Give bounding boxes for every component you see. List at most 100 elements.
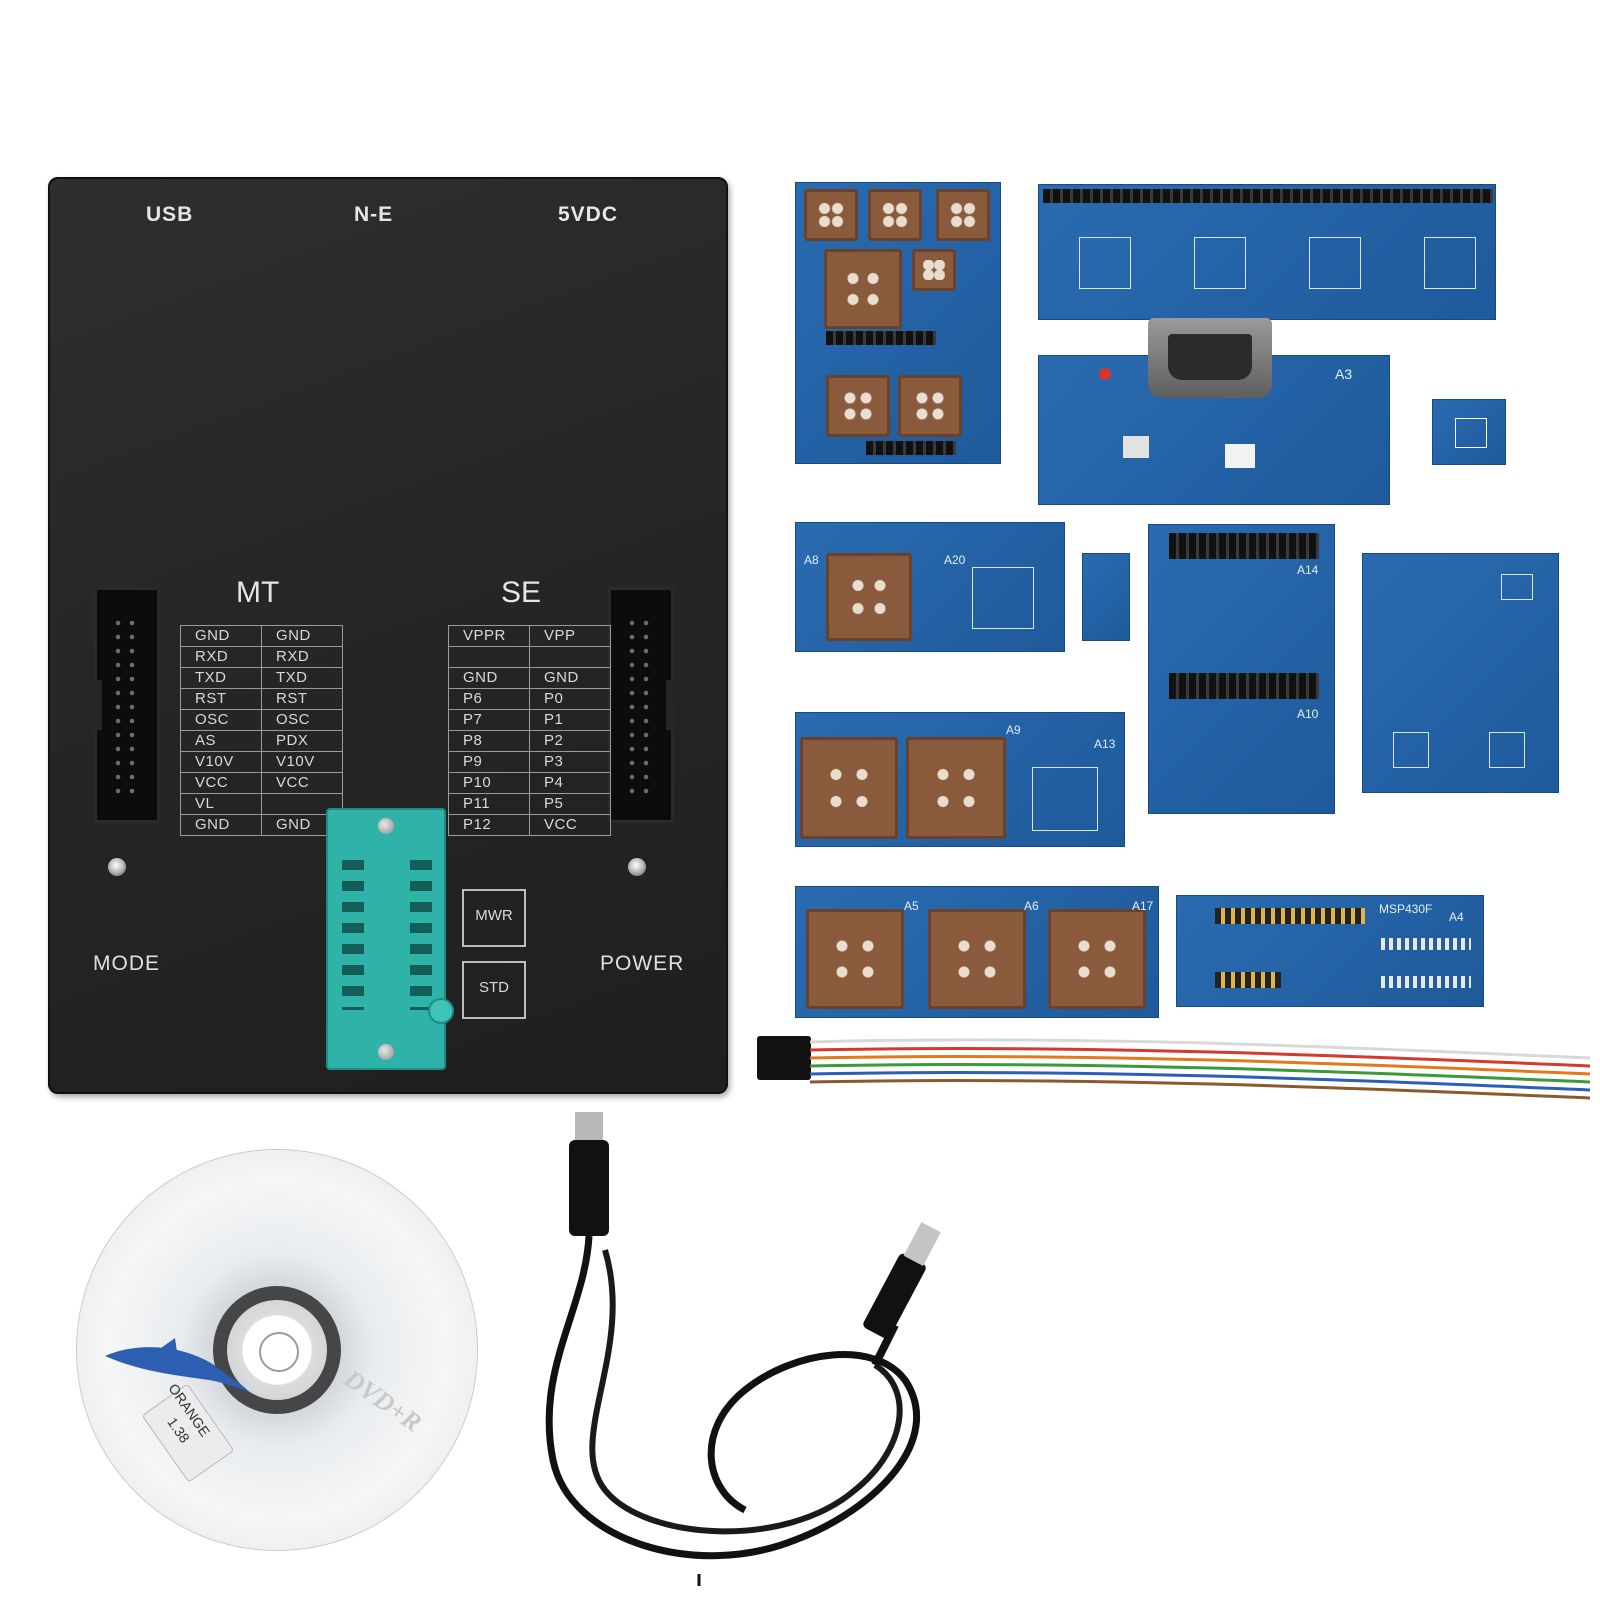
se-pin-label: P0: [529, 688, 611, 710]
mt-pin-label: RXD: [180, 646, 262, 668]
se-title: SE: [501, 576, 542, 609]
a9-label: A9: [1006, 723, 1021, 737]
mt-title: MT: [236, 576, 280, 609]
mt-pin-label: AS: [180, 730, 262, 752]
msp430f-adapter-board: MSP430F A4: [1176, 895, 1484, 1007]
a8-label: A8: [804, 553, 819, 567]
se-pin-label: VPPR: [448, 625, 530, 647]
a4-label: A4: [1449, 910, 1464, 924]
screw-icon: [378, 1044, 394, 1060]
mwr-switch[interactable]: MWR: [462, 889, 526, 947]
mt-pin-label: RST: [180, 688, 262, 710]
se-pin-label: P12: [448, 814, 530, 836]
so8-adapter: [1082, 553, 1130, 641]
mt-pin-label: GND: [261, 814, 343, 836]
mt-pin-label: PDX: [261, 730, 343, 752]
soic-adapter-small: [1432, 399, 1506, 465]
db9-connector[interactable]: [1148, 318, 1272, 398]
se-pin-label: VPP: [529, 625, 611, 647]
a13-label: A13: [1094, 737, 1116, 751]
se-header-connector[interactable]: [608, 587, 674, 823]
zif-lever[interactable]: [428, 998, 454, 1024]
se-pin-label: P5: [529, 793, 611, 815]
mt-pin-label: GND: [180, 625, 262, 647]
se-pin-label: P6: [448, 688, 530, 710]
se-pin-row: [448, 646, 611, 668]
se-pin-label: [529, 646, 611, 668]
plcc-adapter-board: [795, 182, 1001, 464]
a5-a6-a17-adapter-board: A5 A6 A17: [795, 886, 1159, 1018]
mt-pin-label: V10V: [180, 751, 262, 773]
mt-pin-label: GND: [261, 625, 343, 647]
mt-pin-label: VCC: [180, 772, 262, 794]
se-pin-label: P4: [529, 772, 611, 794]
se-pin-label: P3: [529, 751, 611, 773]
a14-a10-adapter-board: A14 A10: [1148, 524, 1335, 814]
mode-led: [108, 858, 126, 876]
mode-label: MODE: [93, 952, 160, 975]
power-label: POWER: [600, 952, 685, 975]
zif-socket[interactable]: [326, 808, 454, 1070]
se-pin-label: P2: [529, 730, 611, 752]
a9-a13-adapter-board: A9 A13: [795, 712, 1125, 847]
mt-pin-label: TXD: [180, 667, 262, 689]
jumper-wire-connector: [757, 1036, 811, 1080]
mt-pin-label: OSC: [180, 709, 262, 731]
mt-pin-label: VL: [180, 793, 262, 815]
se-pin-label: P9: [448, 751, 530, 773]
mt-pin-label: GND: [180, 814, 262, 836]
jumper-wires: [809, 1038, 1591, 1100]
dvd-logo: DVD+R: [338, 1363, 427, 1438]
qfp-adapter-board: [1038, 184, 1496, 320]
se-pin-label: GND: [529, 667, 611, 689]
dolphin-logo-icon: [105, 1338, 249, 1392]
msp430f-label: MSP430F: [1379, 902, 1433, 916]
mt-pin-label: TXD: [261, 667, 343, 689]
se-pin-label: P10: [448, 772, 530, 794]
a14-label: A14: [1297, 563, 1319, 577]
mt-pin-label: RST: [261, 688, 343, 710]
se-pin-label: P11: [448, 793, 530, 815]
a8-a20-adapter-board: A8 A20: [795, 522, 1065, 652]
se-pin-label: P1: [529, 709, 611, 731]
usb-cable: [545, 1112, 941, 1586]
mt-header-connector[interactable]: [94, 587, 160, 823]
se-pin-label: GND: [448, 667, 530, 689]
a3-label: A3: [1335, 366, 1353, 382]
se-pin-label: P8: [448, 730, 530, 752]
a10-label: A10: [1297, 707, 1319, 721]
a20-label: A20: [944, 553, 966, 567]
mt-pin-label: VCC: [261, 772, 343, 794]
mt-pin-label: OSC: [261, 709, 343, 731]
mt-pin-label: V10V: [261, 751, 343, 773]
usb-port-label: USB: [146, 203, 194, 226]
a6-label: A6: [1024, 899, 1039, 913]
mt-pin-label: RXD: [261, 646, 343, 668]
std-switch[interactable]: STD: [462, 961, 526, 1019]
a5-label: A5: [904, 899, 919, 913]
software-cd: ORANGE 1.38 DVD+R: [77, 1150, 477, 1550]
a17-label: A17: [1132, 899, 1154, 913]
screw-icon: [378, 818, 394, 834]
ne-port-label: N-E: [354, 203, 394, 226]
